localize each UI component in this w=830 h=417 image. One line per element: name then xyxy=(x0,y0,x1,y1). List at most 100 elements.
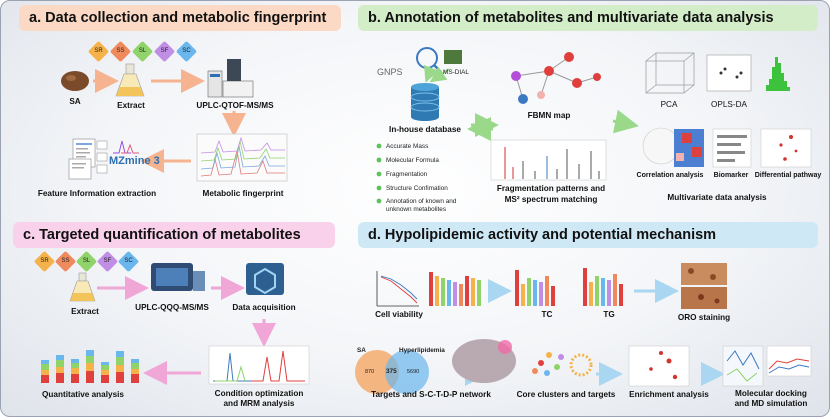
viability-bar xyxy=(435,276,439,306)
tc-bar xyxy=(545,276,549,306)
tc-bar xyxy=(527,278,531,306)
badge-sc: SC xyxy=(175,40,198,63)
quant-bar xyxy=(116,351,124,357)
quant-bar xyxy=(86,363,94,371)
quant-bar xyxy=(116,357,124,365)
label-cell-viability: Cell viability xyxy=(375,310,423,319)
fbmn-network xyxy=(511,52,601,104)
label-enrichment: Enrichment analysis xyxy=(629,390,709,399)
list-item-4: Annotation of known and unknown metaboli… xyxy=(386,198,457,213)
label-msdial: MS-DIAL xyxy=(443,69,469,76)
data-acquisition-icon xyxy=(246,263,284,295)
badge-sl: SL xyxy=(131,40,154,63)
label-sa: SA xyxy=(69,97,81,106)
quant-bar xyxy=(56,367,64,373)
venn-label-sa: SA xyxy=(357,347,366,354)
quant-bar xyxy=(116,365,124,372)
label-fragmentation-1: Fragmentation patterns and xyxy=(496,184,606,193)
oro-staining-images xyxy=(681,263,727,309)
tg-bar xyxy=(595,276,599,306)
quant-bar xyxy=(56,355,64,360)
venn-count-left: 870 xyxy=(365,369,375,375)
badge-ss: SS xyxy=(109,40,132,63)
feature-document-stack xyxy=(68,138,108,180)
tc-bar xyxy=(521,284,525,306)
label-biomarker: Biomarker xyxy=(713,172,749,179)
label-quantitative: Quantitative analysis xyxy=(42,390,124,399)
quant-bar xyxy=(131,369,139,374)
docking-structure xyxy=(722,345,764,387)
quant-bar xyxy=(71,363,79,368)
permutation-histogram xyxy=(766,57,790,91)
quant-bar xyxy=(101,365,109,370)
pca-3d-plot xyxy=(645,52,695,94)
list-item-3: Structure Confimation xyxy=(386,185,448,192)
label-in-house-database: In-house database xyxy=(389,125,461,134)
label-fbmn-map: FBMN map xyxy=(527,111,571,120)
label-extract-c: Extract xyxy=(71,307,99,316)
list-item-0: Accurate Mass xyxy=(386,143,429,150)
label-docking-1: Molecular docking xyxy=(735,389,807,398)
label-docking-2: and MD simulation xyxy=(734,399,808,408)
label-feature-extraction: Feature Information extraction xyxy=(37,189,157,198)
tc-bar xyxy=(515,270,519,306)
feature-bullets xyxy=(376,143,382,204)
tc-bar xyxy=(539,282,543,306)
pathway-bubble-plot xyxy=(760,128,812,168)
tg-bar xyxy=(583,268,587,306)
correlation-heatmap xyxy=(642,127,704,167)
quant-bar xyxy=(86,371,94,383)
badge-sl: SL xyxy=(75,250,98,273)
quant-bar xyxy=(101,370,109,375)
oplsda-plot xyxy=(706,54,752,92)
label-tg: TG xyxy=(603,310,615,319)
fragmentation-spectra xyxy=(490,139,607,181)
quant-bar xyxy=(71,368,79,374)
badge-sf: SF xyxy=(96,250,119,273)
viability-bar xyxy=(459,284,463,306)
quant-bar xyxy=(101,362,109,365)
qqq-instrument-icon xyxy=(151,263,205,291)
label-fragmentation-2: MS² spectrum matching xyxy=(504,195,598,204)
quant-bar xyxy=(86,356,94,363)
label-qqq: UPLC-QQQ-MS/MS xyxy=(135,303,209,312)
quant-bar xyxy=(41,370,49,375)
quant-bar xyxy=(56,360,64,367)
panel-d-title: d. Hypolipidemic activity and potential … xyxy=(358,222,818,248)
in-house-database-icon xyxy=(410,83,440,121)
tg-bar xyxy=(589,282,593,306)
label-qtof: UPLC-QTOF-MS/MS xyxy=(196,101,274,110)
viability-bar xyxy=(465,276,469,306)
core-clusters-network xyxy=(532,352,593,377)
viability-bar xyxy=(447,280,451,306)
label-multivariate: Multivariate data analysis xyxy=(667,193,767,202)
label-network: Targets and S-C-T-D-P network xyxy=(371,390,491,399)
label-mzmine: MZmine 3 xyxy=(109,155,160,167)
label-extract-a: Extract xyxy=(117,101,145,110)
tc-bar xyxy=(551,286,555,306)
quant-bar xyxy=(41,364,49,370)
quant-bar xyxy=(86,350,94,356)
badge-ss: SS xyxy=(54,250,77,273)
label-condition-1: Condition optimization xyxy=(214,389,304,398)
enrichment-plot xyxy=(628,345,690,387)
panel-a-title: a. Data collection and metabolic fingerp… xyxy=(19,5,341,31)
tc-bar xyxy=(533,280,537,306)
label-correlation: Correlation analysis xyxy=(636,172,704,179)
label-pathway: Differential pathway xyxy=(754,172,822,179)
viability-bar xyxy=(471,278,475,306)
biomarker-plot xyxy=(712,128,752,168)
mrm-chromatograms xyxy=(208,345,310,385)
msdial-logo xyxy=(444,50,462,64)
quant-bar xyxy=(101,375,109,383)
tg-bar xyxy=(613,274,617,306)
venn-count-right: 5690 xyxy=(407,369,420,375)
badge-sc: SC xyxy=(117,250,140,273)
quant-bar xyxy=(56,373,64,383)
quant-bar xyxy=(131,359,139,363)
qtof-instrument-icon xyxy=(207,59,254,98)
tg-bar xyxy=(619,284,623,306)
quant-bar xyxy=(71,359,79,363)
